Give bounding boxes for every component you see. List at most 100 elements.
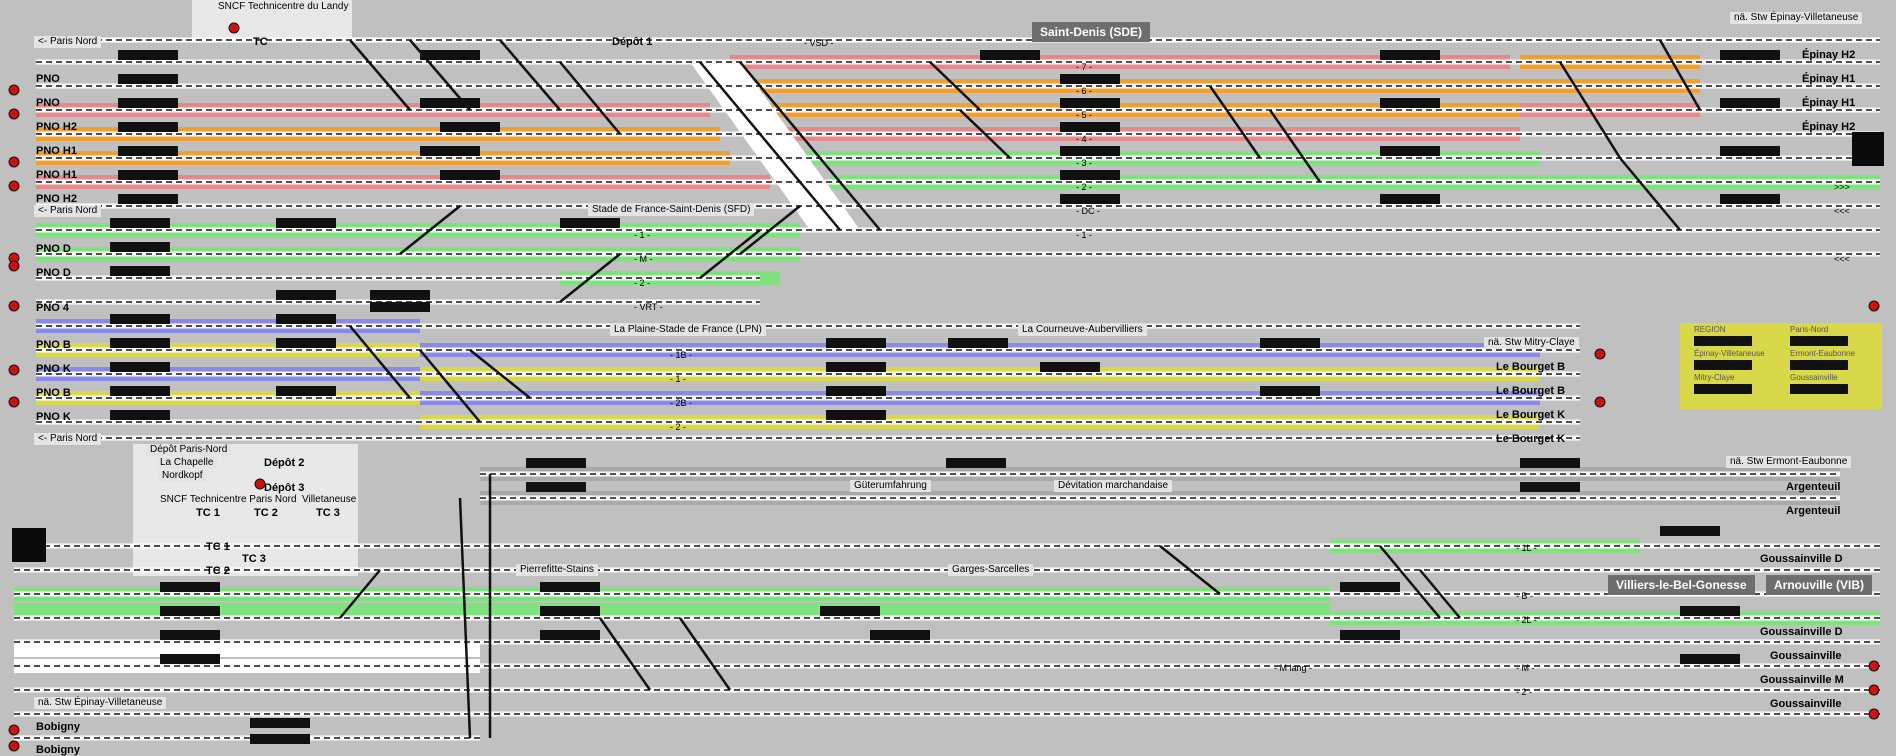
signal-block <box>1060 146 1120 156</box>
legend-swatch <box>1694 360 1752 370</box>
left-label-14: PNO B <box>36 387 71 399</box>
signal-block <box>1040 362 1100 372</box>
signal-block <box>420 50 480 60</box>
right-label-goussainville-d-b: Goussainville D <box>1760 626 1843 638</box>
left-label-4: PNO H2 <box>36 121 77 133</box>
place-garges: Garges-Sarcelles <box>948 564 1034 576</box>
track-connection <box>699 229 761 279</box>
signal-block <box>118 170 178 180</box>
right-label-goussainville-a: Goussainville <box>1770 650 1842 662</box>
track-label-6: - 6 - <box>1076 86 1093 96</box>
track-connection <box>959 109 1011 159</box>
place-depot-pn-3: Nordkopf <box>158 470 207 482</box>
signal-block <box>440 170 500 180</box>
place-ermont: nä. Stw Ermont-Eaubonne <box>1726 456 1852 468</box>
left-label-8: <- Paris Nord <box>34 205 102 217</box>
signal <box>8 300 20 312</box>
track-connection <box>1658 39 1702 111</box>
signal-block <box>420 98 480 108</box>
left-label-10: PNO D <box>36 267 71 279</box>
signal-block <box>110 338 170 348</box>
right-label-epinay-h1-a: Épinay H1 <box>1802 73 1856 85</box>
signal <box>254 478 266 490</box>
signal-block <box>1340 582 1400 592</box>
signal <box>1868 300 1880 312</box>
station-header-saint-denis: Saint-Denis (SDE) <box>1032 22 1151 42</box>
left-label-2: PNO <box>36 73 60 85</box>
signal-block <box>118 146 178 156</box>
signal-block <box>1340 630 1400 640</box>
signal-block <box>1520 482 1580 492</box>
track-label-1: - 1 - <box>1076 230 1093 240</box>
signal-block <box>370 302 430 312</box>
signal-block <box>276 314 336 324</box>
signal <box>8 724 20 736</box>
legend-swatch <box>1694 336 1752 346</box>
landy-area <box>192 0 352 40</box>
track-label-dc: - DC - <box>1076 206 1100 216</box>
track-connection <box>339 569 381 619</box>
signal-block <box>870 630 930 640</box>
track-label-5: - 5 - <box>1076 110 1093 120</box>
signal-block <box>560 218 620 228</box>
signal-block <box>276 218 336 228</box>
place-tc3b: TC 3 <box>242 553 266 565</box>
right-label-bourget-k-b: Le Bourget K <box>1496 433 1566 445</box>
track-label-arrows-left-a: <<< <box>1834 206 1850 216</box>
signal <box>1594 348 1606 360</box>
right-label-epinay-h2-b: Épinay H2 <box>1802 121 1856 133</box>
place-tc2b: TC 2 <box>206 565 230 577</box>
track-connection <box>929 61 981 111</box>
track-connection <box>458 497 472 739</box>
place-depot2: Dépôt 2 <box>264 457 305 469</box>
signal-block <box>110 386 170 396</box>
signal-block <box>276 386 336 396</box>
legend-goussainville: Goussainville <box>1790 373 1838 382</box>
track-connection <box>699 61 841 231</box>
route-band <box>14 643 480 657</box>
track-label-sfdm: - M - <box>634 254 653 264</box>
right-label-argenteuil-a: Argenteuil <box>1786 481 1841 493</box>
signal-block <box>820 606 880 616</box>
signal <box>1594 396 1606 408</box>
right-label-epinay-h1-b: Épinay H1 <box>1802 97 1856 109</box>
signal-block <box>160 654 220 664</box>
track-connection <box>419 349 481 423</box>
track-label-l2: - 2 - <box>670 422 687 432</box>
legend-swatch <box>1790 336 1848 346</box>
signal-block <box>1720 50 1780 60</box>
left-label-1: <- Paris Nord <box>34 36 102 48</box>
place-depot3: Dépôt 3 <box>264 482 305 494</box>
place-devitation: Dévitation marchandaise <box>1054 480 1173 492</box>
track-connection <box>399 205 461 255</box>
signal-block <box>1260 338 1320 348</box>
signal <box>1868 684 1880 696</box>
track-label-gb: - B - <box>1516 591 1533 601</box>
legend-swatch <box>1694 384 1752 394</box>
legend-epinay: Épinay-Villetaneuse <box>1694 349 1765 358</box>
signal-block <box>1060 74 1120 84</box>
track-connection <box>349 39 411 111</box>
left-label-5: PNO H1 <box>36 145 77 157</box>
signal <box>8 260 20 272</box>
place-tc1b: TC 1 <box>206 541 230 553</box>
legend-paris-nord: Paris-Nord <box>1790 325 1829 334</box>
signal-block <box>276 290 336 300</box>
track-label-sfd1: - 1 - <box>634 230 651 240</box>
place-mitry: nä. Stw Mitry-Claye <box>1484 337 1579 349</box>
track-label-arrows-left-b: <<< <box>1834 254 1850 264</box>
track-connection <box>469 349 531 399</box>
legend: REGION Paris-Nord Épinay-Villetaneuse Er… <box>1680 323 1882 409</box>
left-label-16: <- Paris Nord <box>34 433 102 445</box>
track-label-1b: - 1B - <box>670 350 693 360</box>
legend-ermont: Ermont-Eaubonne <box>1790 349 1855 358</box>
right-label-bourget-b-b: Le Bourget B <box>1496 385 1566 397</box>
signal-block <box>540 606 600 616</box>
signal-block <box>1380 146 1440 156</box>
track-label-g2: - 2 - <box>1516 687 1533 697</box>
track-label-vrt: - VRT - <box>634 302 663 312</box>
signal <box>8 84 20 96</box>
signal-block <box>946 458 1006 468</box>
signal-block <box>276 338 336 348</box>
signal-block <box>420 146 480 156</box>
